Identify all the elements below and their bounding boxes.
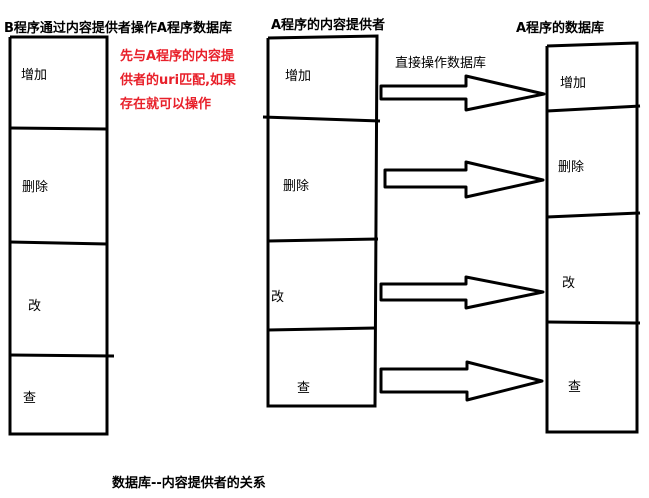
provider-box [262,34,381,408]
database-divider-1 [546,104,641,113]
b-divider-2 [9,240,108,246]
b-program-title: B程序通过内容提供者操作A程序数据库 [4,21,232,36]
database-title: A程序的数据库 [516,21,605,36]
database-divider-3 [546,320,641,325]
note-line: 供者的uri匹配,如果 [120,73,237,88]
arrow-add [379,74,546,112]
b-program-box [8,35,115,436]
note-line: 存在就可以操作 [120,97,212,112]
b-op-delete: 删除 [22,180,49,195]
b-divider-3 [9,353,115,358]
b-op-query: 查 [23,391,37,406]
provider-title: A程序的内容提供者 [271,18,386,33]
database-op-update: 改 [562,276,576,291]
arrow-update [379,275,545,310]
provider-op-add: 增加 [285,69,312,84]
provider-divider-1 [262,115,381,123]
provider-op-query: 查 [297,381,311,396]
b-divider-1 [9,126,108,131]
database-divider-2 [546,211,641,219]
uri-match-note: 先与A程序的内容提 供者的uri匹配,如果 存在就可以操作 [120,45,236,117]
provider-divider-3 [267,326,377,332]
database-op-delete: 删除 [558,160,585,175]
arrow-delete [383,160,545,199]
b-op-add: 增加 [21,68,48,83]
b-op-update: 改 [28,299,42,314]
direct-operate-label: 直接操作数据库 [395,56,487,71]
note-line: 先与A程序的内容提 [120,49,235,64]
provider-divider-2 [267,237,379,243]
provider-op-delete: 删除 [283,179,310,194]
database-op-query: 查 [568,380,582,395]
database-box [545,41,641,434]
provider-op-update: 改 [271,290,285,305]
arrow-query [379,360,544,402]
database-op-add: 增加 [560,76,587,91]
diagram-caption: 数据库--内容提供者的关系 [112,476,266,491]
